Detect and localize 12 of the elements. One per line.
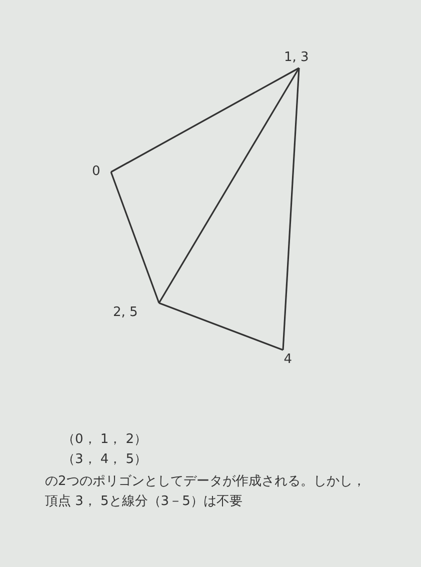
polygon-edge [110,67,300,173]
caption-text: の2つのポリゴンとしてデータが作成される。しかし，頂点 3， 5と線分（3－5）は不要 [45,473,366,511]
polygon-edge [158,68,300,304]
vertex-tuple: （3， 4， 5） [62,451,148,469]
polygon-edge [158,302,284,351]
vertex-label: 0 [92,162,111,180]
vertex-label: 4 [276,350,292,370]
polygon-edge [110,172,160,304]
vertex-label: 2, 5 [113,303,159,323]
vertex-label: 1, 3 [284,48,326,68]
vertex-tuple: （0， 1， 2） [62,431,148,449]
polygon-edge [282,68,300,350]
